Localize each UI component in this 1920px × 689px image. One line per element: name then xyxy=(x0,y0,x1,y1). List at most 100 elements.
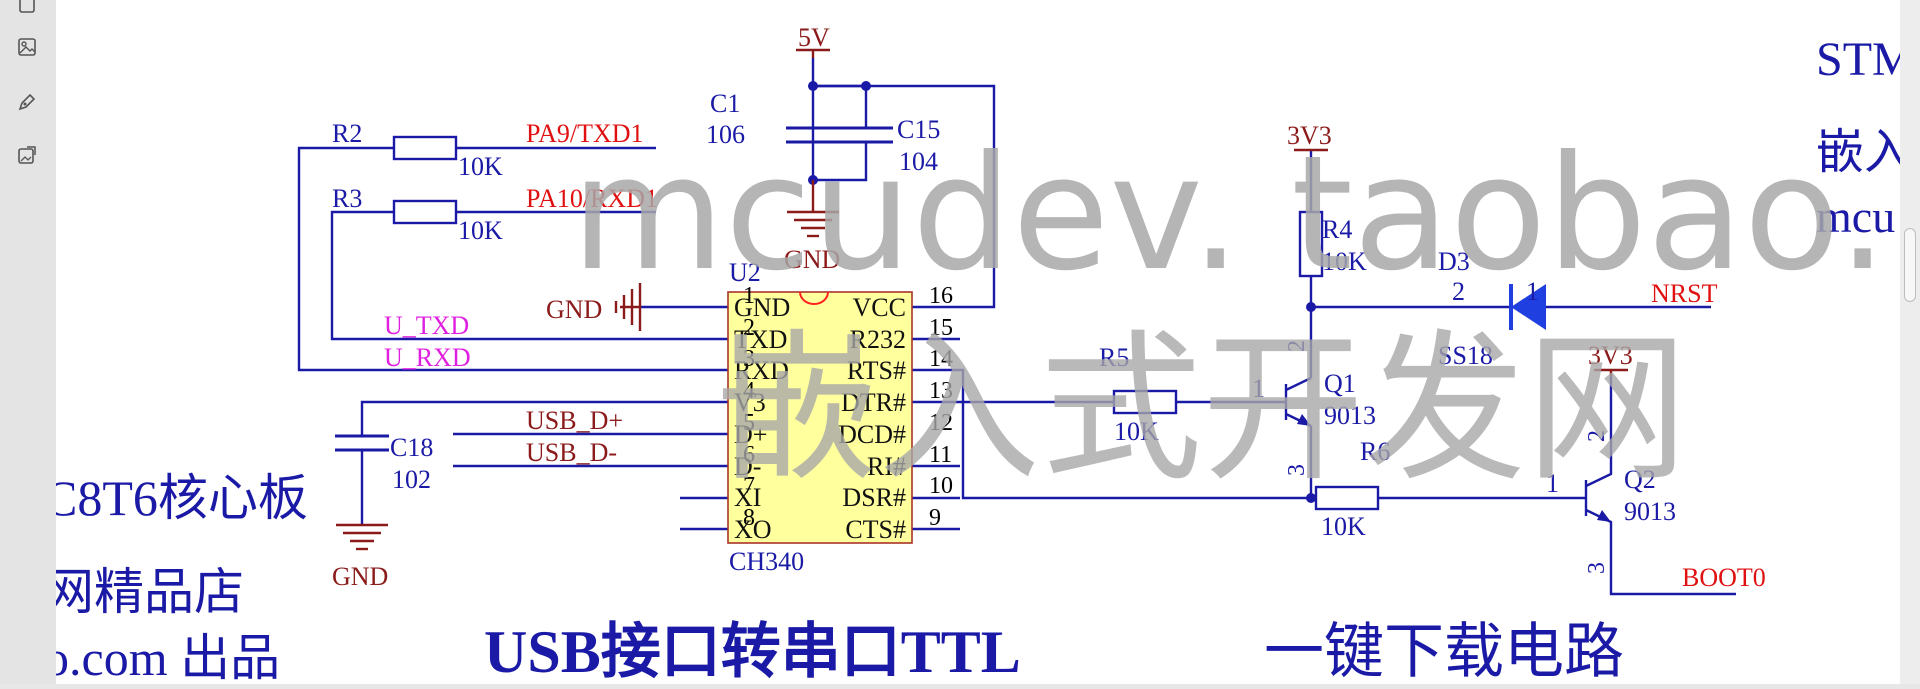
caption-one-key-download: 一键下载电路 xyxy=(1264,619,1624,684)
ch340-right-pin-name: VCC xyxy=(853,293,906,322)
right-title-line-2: 嵌入 xyxy=(1816,126,1900,179)
r4-value: 10K xyxy=(1322,247,1367,276)
c1-ref: C1 xyxy=(710,89,740,118)
ch340-left-pin-number: 1 xyxy=(743,283,755,309)
d3-pin-2: 2 xyxy=(1452,277,1465,306)
ch340-right-pin-number: 13 xyxy=(929,378,953,404)
r3-ref: R3 xyxy=(332,184,362,213)
image-export-icon[interactable] xyxy=(14,142,40,168)
ch340-left-pin-number: 8 xyxy=(743,505,755,531)
ch340-part: CH340 xyxy=(729,547,804,576)
schematic-diagram: C8T6核心板 网精品店 o.com 出品 STM 嵌入 mcu xyxy=(44,23,1920,686)
watermark-url: mcudev. taobao. com xyxy=(571,122,1900,306)
net-nrst: NRST xyxy=(1651,279,1718,308)
schematic-page: C8T6核心板 网精品店 o.com 出品 STM 嵌入 mcu xyxy=(44,0,1920,686)
net-pa10: PA10/RXD1 xyxy=(526,184,658,213)
label-gnd-top: GND xyxy=(784,245,840,274)
transistor-pin-numbers: 2 3 2 3 xyxy=(1284,340,1610,574)
ch340-right-pin-name: RTS# xyxy=(847,356,906,385)
d3-value: SS18 xyxy=(1438,341,1493,370)
c1-value: 106 xyxy=(706,120,745,149)
label-3v3-top: 3V3 xyxy=(1287,121,1332,150)
u2-ref: U2 xyxy=(729,258,761,287)
right-title-line-3: mcu xyxy=(1816,191,1895,242)
r4-body xyxy=(1298,210,1324,278)
scrollbar-thumb[interactable] xyxy=(1904,228,1916,302)
ch340-right-pin-name: CTS# xyxy=(845,515,906,544)
r2-ref: R2 xyxy=(332,119,362,148)
ch340-right-pin-number: 11 xyxy=(929,442,952,468)
left-title-line-2: 网精品店 xyxy=(56,564,244,620)
q2-pin-base: 1 xyxy=(1546,469,1559,498)
ch340-left-pin-number: 7 xyxy=(743,473,755,499)
ch340-left-pin-name: XI xyxy=(734,483,761,512)
document-icon[interactable] xyxy=(14,0,40,16)
label-gnd-ch340: GND xyxy=(546,295,602,324)
pen-icon[interactable] xyxy=(14,89,40,115)
r5-value: 10K xyxy=(1114,417,1159,446)
net-usb-dm: USB_D- xyxy=(526,438,617,467)
r4-ref: R4 xyxy=(1322,215,1352,244)
c18-value: 102 xyxy=(392,465,431,494)
left-title-line-1: C8T6核心板 xyxy=(56,470,308,526)
q2-value: 9013 xyxy=(1624,497,1676,526)
ch340-right-pin-name: DTR# xyxy=(841,388,906,417)
ch340-left-pin-name: TXD xyxy=(734,325,787,354)
junction-dots xyxy=(808,81,1316,503)
net-urxd: U_RXD xyxy=(384,343,471,372)
left-toolbar xyxy=(0,0,56,684)
ch340-right-pin-number: 15 xyxy=(929,315,953,341)
net-labels: PA9/TXD1 PA10/RXD1 U_TXD U_RXD USB_D+ US… xyxy=(384,119,1766,592)
d3-ref: D3 xyxy=(1438,247,1470,276)
ch340-left-pin-name: V3 xyxy=(734,388,766,417)
caption-usb-ttl: USB接口转串口TTL xyxy=(484,619,1021,684)
ch340-right-pin-number: 9 xyxy=(929,505,941,531)
image-icon[interactable] xyxy=(14,34,40,60)
net-boot0: BOOT0 xyxy=(1682,563,1766,592)
r5-ref: R5 xyxy=(1099,343,1129,372)
q1-emitter-arrow xyxy=(1297,414,1311,426)
diode-d3 xyxy=(1509,284,1546,330)
vertical-scrollbar[interactable] xyxy=(1900,0,1920,684)
ch340-right-pin-name: RI# xyxy=(867,452,906,481)
r6-ref: R6 xyxy=(1360,437,1390,466)
ch340-left-pin-number: 3 xyxy=(743,346,755,372)
ch340-left-pin-name: D+ xyxy=(734,420,767,449)
r3-body xyxy=(392,199,458,225)
q1-pin-base: 1 xyxy=(1252,374,1265,403)
r3-value: 10K xyxy=(458,216,503,245)
q1-ref: Q1 xyxy=(1324,369,1356,398)
ch340-right-pin-number: 12 xyxy=(929,410,953,436)
ch340-left-pin-number: 2 xyxy=(743,315,755,341)
net-usb-dp: USB_D+ xyxy=(526,406,623,435)
right-title-line-1: STM xyxy=(1816,33,1900,86)
ch340-right-pin-name: DSR# xyxy=(842,483,906,512)
c15-ref: C15 xyxy=(897,115,940,144)
r5-body xyxy=(1112,389,1178,415)
ch340-left-pin-name: GND xyxy=(734,293,790,322)
ch340-right-pin-number: 16 xyxy=(929,283,953,309)
ch340-left-pin-number: 4 xyxy=(743,378,755,404)
q2-ref: Q2 xyxy=(1624,465,1656,494)
component-labels: R2 10K R3 10K C1 106 C15 104 C18 102 U2 … xyxy=(332,89,1676,576)
label-3v3-q2: 3V3 xyxy=(1588,341,1633,370)
watermark-cn: 嵌入式开发网 xyxy=(716,316,1688,504)
ch340-left-pin-name: RXD xyxy=(734,356,789,385)
left-title-line-3: o.com 出品 xyxy=(56,630,280,684)
ch340-notch xyxy=(799,291,829,305)
r6-value: 10K xyxy=(1321,512,1366,541)
q1-value: 9013 xyxy=(1324,401,1376,430)
ch340-left-pin-number: 5 xyxy=(743,410,755,436)
power-labels: 5V GND GND GND 3V3 3V3 xyxy=(332,23,1633,591)
r2-value: 10K xyxy=(458,152,503,181)
power-symbols xyxy=(336,48,1628,551)
d3-pin-1: 1 xyxy=(1526,277,1539,306)
ch340-right-pin-number: 14 xyxy=(929,346,953,372)
r6-body xyxy=(1314,485,1380,511)
q2-emitter-arrow xyxy=(1597,510,1611,522)
ch340-left-pin-name: XO xyxy=(734,515,772,544)
c18-ref: C18 xyxy=(390,433,433,462)
ch340-right-pin-name: DCD# xyxy=(838,420,906,449)
q1-pin-collector: 2 xyxy=(1284,340,1310,352)
label-gnd-c18: GND xyxy=(332,562,388,591)
